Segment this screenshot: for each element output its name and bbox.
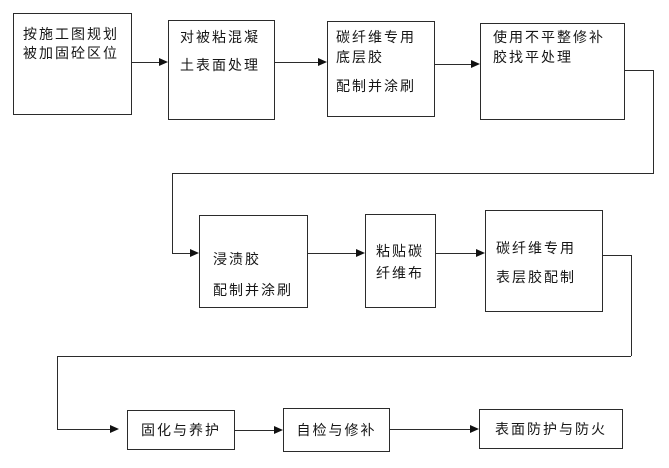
step-label-line: 被加固砼区位 [23,45,119,61]
step-label-line: 土表面处理 [180,57,260,73]
connector-step4-step5-arrowhead-icon [190,249,199,257]
connector-step2-step3-line [275,62,318,63]
flow-step-top-coat-glue: 碳纤维专用 表层胶配制 [485,210,603,312]
connector-step1-step2-line [132,62,160,63]
step-label-line: 纤维布 [376,265,424,281]
connector-step4-step5-segment [172,173,173,253]
connector-step7-step8-segment [603,255,631,256]
connector-step1-step2-arrowhead-icon [159,58,168,66]
connector-step5-step6-arrowhead-icon [356,249,365,257]
connector-step2-step3-arrowhead-icon [318,58,327,66]
connector-step6-step7-arrowhead-icon [476,249,485,257]
connector-step7-step8-arrowhead-icon [110,425,119,433]
connector-step8-step9-arrowhead-icon [274,426,283,434]
connector-step9-step10-line [390,429,470,430]
connector-step4-step5-segment [625,70,653,71]
flow-step-impregnation-glue: 浸渍胶 配制并涂刷 [199,215,308,308]
connector-step8-step9-line [235,430,274,431]
flow-step-plan-area: 按施工图规划 被加固砼区位 [13,13,132,115]
step-label-line: 碳纤维专用 [336,29,416,45]
connector-step3-step4-line [435,64,471,65]
step-label-line: 使用不平整修补 [493,29,605,45]
connector-step6-step7-line [436,253,476,254]
flow-step-surface-treatment: 对被粘混凝 土表面处理 [168,20,275,120]
flow-step-attach-carbon-cloth: 粘贴碳 纤维布 [365,214,436,308]
flow-step-curing: 固化与养护 [127,410,235,450]
connector-step3-step4-arrowhead-icon [471,60,480,68]
step-label-line: 表面防护与防火 [495,420,607,437]
step-label-line: 底层胶 [336,49,384,65]
connector-step4-step5-segment [172,253,190,254]
connector-step4-step5-segment [172,173,654,174]
connector-step7-step8-segment [631,255,632,356]
step-label-line: 浸渍胶 [213,251,261,267]
step-label-line: 胶找平处理 [493,49,573,65]
connector-step5-step6-line [308,253,356,254]
flow-step-inspection-repair: 自检与修补 [283,408,390,452]
connector-step7-step8-segment [57,356,58,429]
step-label-line: 固化与养护 [141,421,221,438]
step-label-line: 粘贴碳 [376,243,424,259]
step-label-line: 自检与修补 [296,421,377,438]
step-label-line: 按施工图规划 [23,26,119,42]
step-label-line: 表层胶配制 [496,269,576,285]
flow-step-leveling-repair: 使用不平整修补 胶找平处理 [480,23,625,120]
connector-step9-step10-arrowhead-icon [470,425,479,433]
step-label-line: 碳纤维专用 [496,240,576,256]
flow-step-surface-protection: 表面防护与防火 [479,409,623,449]
connector-step4-step5-segment [653,70,654,173]
step-label-line: 配制并涂刷 [336,78,416,94]
connector-step7-step8-segment [57,429,110,430]
step-label-line: 配制并涂刷 [213,282,293,298]
step-label-line: 对被粘混凝 [180,29,260,45]
flow-step-primer-glue: 碳纤维专用 底层胶 配制并涂刷 [327,21,435,117]
connector-step7-step8-segment [57,356,631,357]
